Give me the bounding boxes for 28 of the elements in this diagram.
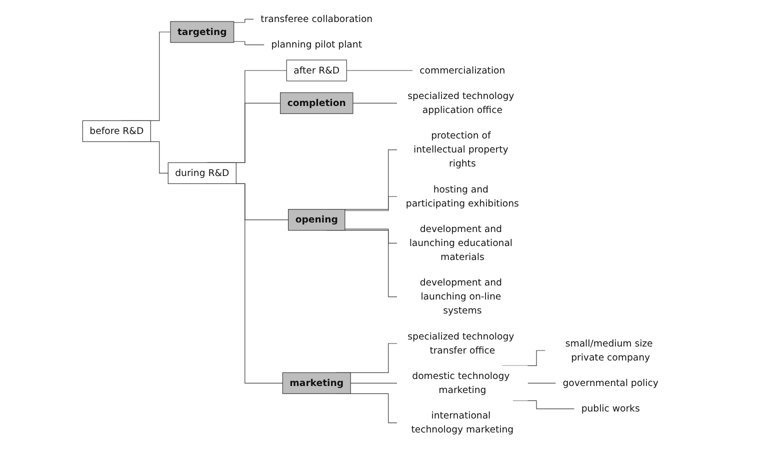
connector	[344, 228, 398, 244]
node-text: commercialization	[419, 64, 505, 76]
connector	[233, 41, 264, 46]
connector	[350, 382, 398, 384]
node-text: hosting and participating exhibitions	[406, 184, 519, 209]
node-text: specialized technology application office	[407, 90, 514, 116]
node-text: development and launching on-line systems	[420, 276, 502, 316]
node-text: protection of intellectual property rights	[413, 130, 508, 170]
node-box: after R&D	[286, 60, 347, 82]
node-text: specialized technology transfer office	[407, 330, 514, 356]
node-box: during R&D	[168, 162, 236, 184]
node-text: governmental policy	[562, 377, 658, 388]
connector	[346, 70, 413, 71]
connector	[527, 382, 556, 384]
node-box: marketing	[282, 372, 351, 394]
connector	[344, 196, 398, 211]
node-text: transferee collaboration	[260, 13, 372, 24]
connector	[352, 102, 398, 104]
node-text: small/medium size private company	[565, 338, 652, 363]
node-box: before R&D	[82, 120, 151, 142]
connector	[233, 18, 254, 23]
node-box: targeting	[170, 21, 234, 43]
node-text: international technology marketing	[410, 410, 514, 436]
node-text: planning pilot plant	[270, 39, 362, 50]
node-box: completion	[280, 92, 353, 114]
node-text: development and launching educational materials	[409, 223, 512, 262]
node-text: public works	[581, 402, 640, 414]
node-box: opening	[288, 209, 345, 231]
